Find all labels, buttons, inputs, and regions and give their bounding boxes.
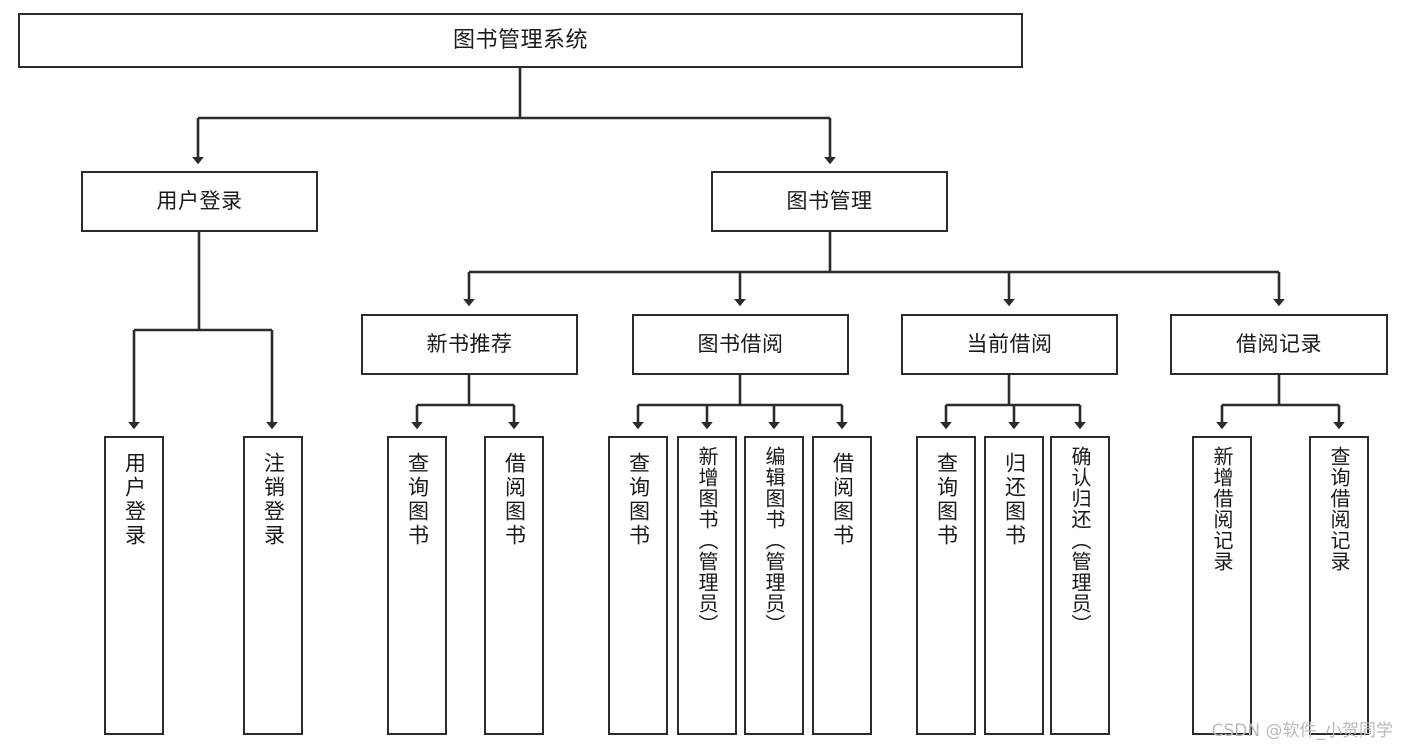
node-label: 查询图书 [934, 452, 959, 548]
leaf-query-book-current[interactable]: 查询图书 [916, 436, 976, 735]
node-label: 借阅记录 [1236, 332, 1322, 357]
leaf-add-borrow-record[interactable]: 新增借阅记录 [1192, 436, 1252, 735]
node-label: 查询图书 [405, 452, 430, 548]
leaf-user-login[interactable]: 用户登录 [104, 436, 164, 735]
leaf-return-book[interactable]: 归还图书 [984, 436, 1044, 735]
leaf-query-book-borrow[interactable]: 查询图书 [608, 436, 668, 735]
node-current-borrow[interactable]: 当前借阅 [901, 314, 1118, 375]
leaf-confirm-return-admin[interactable]: 确认归还（管理员） [1050, 436, 1110, 735]
leaf-logout-login[interactable]: 注销登录 [243, 436, 303, 735]
node-label: 当前借阅 [966, 332, 1053, 357]
node-label: 新书推荐 [426, 332, 513, 357]
node-book-management[interactable]: 图书管理 [711, 171, 948, 232]
node-label: 确认归还（管理员） [1068, 446, 1092, 635]
node-book-borrow[interactable]: 图书借阅 [632, 314, 849, 375]
node-label: 编辑图书（管理员） [762, 446, 786, 635]
node-label: 借阅图书 [830, 452, 855, 548]
leaf-add-book-admin[interactable]: 新增图书（管理员） [677, 436, 737, 735]
node-label: 新增借阅记录 [1210, 446, 1234, 572]
leaf-edit-book-admin[interactable]: 编辑图书（管理员） [744, 436, 804, 735]
node-label: 归还图书 [1002, 452, 1027, 548]
node-label: 用户登录 [122, 452, 147, 548]
leaf-query-book-recommend[interactable]: 查询图书 [387, 436, 447, 735]
node-label: 图书管理 [786, 189, 873, 214]
node-root-book-management-system[interactable]: 图书管理系统 [18, 13, 1023, 68]
leaf-borrow-book-recommend[interactable]: 借阅图书 [484, 436, 544, 735]
node-label: 用户登录 [156, 189, 243, 214]
node-new-book-recommend[interactable]: 新书推荐 [361, 314, 578, 375]
node-label: 图书借阅 [697, 332, 784, 357]
node-label: 借阅图书 [502, 452, 527, 548]
node-label: 查询借阅记录 [1327, 446, 1351, 572]
node-borrow-record[interactable]: 借阅记录 [1170, 314, 1388, 375]
node-user-login[interactable]: 用户登录 [81, 171, 318, 232]
node-label: 查询图书 [626, 452, 651, 548]
node-label: 注销登录 [261, 452, 286, 548]
node-label: 图书管理系统 [452, 27, 588, 53]
leaf-borrow-book-borrow[interactable]: 借阅图书 [812, 436, 872, 735]
csdn-watermark: CSDN @软件_小贺同学 [1211, 721, 1393, 741]
node-label: 新增图书（管理员） [695, 446, 719, 635]
leaf-query-borrow-record[interactable]: 查询借阅记录 [1309, 436, 1369, 735]
